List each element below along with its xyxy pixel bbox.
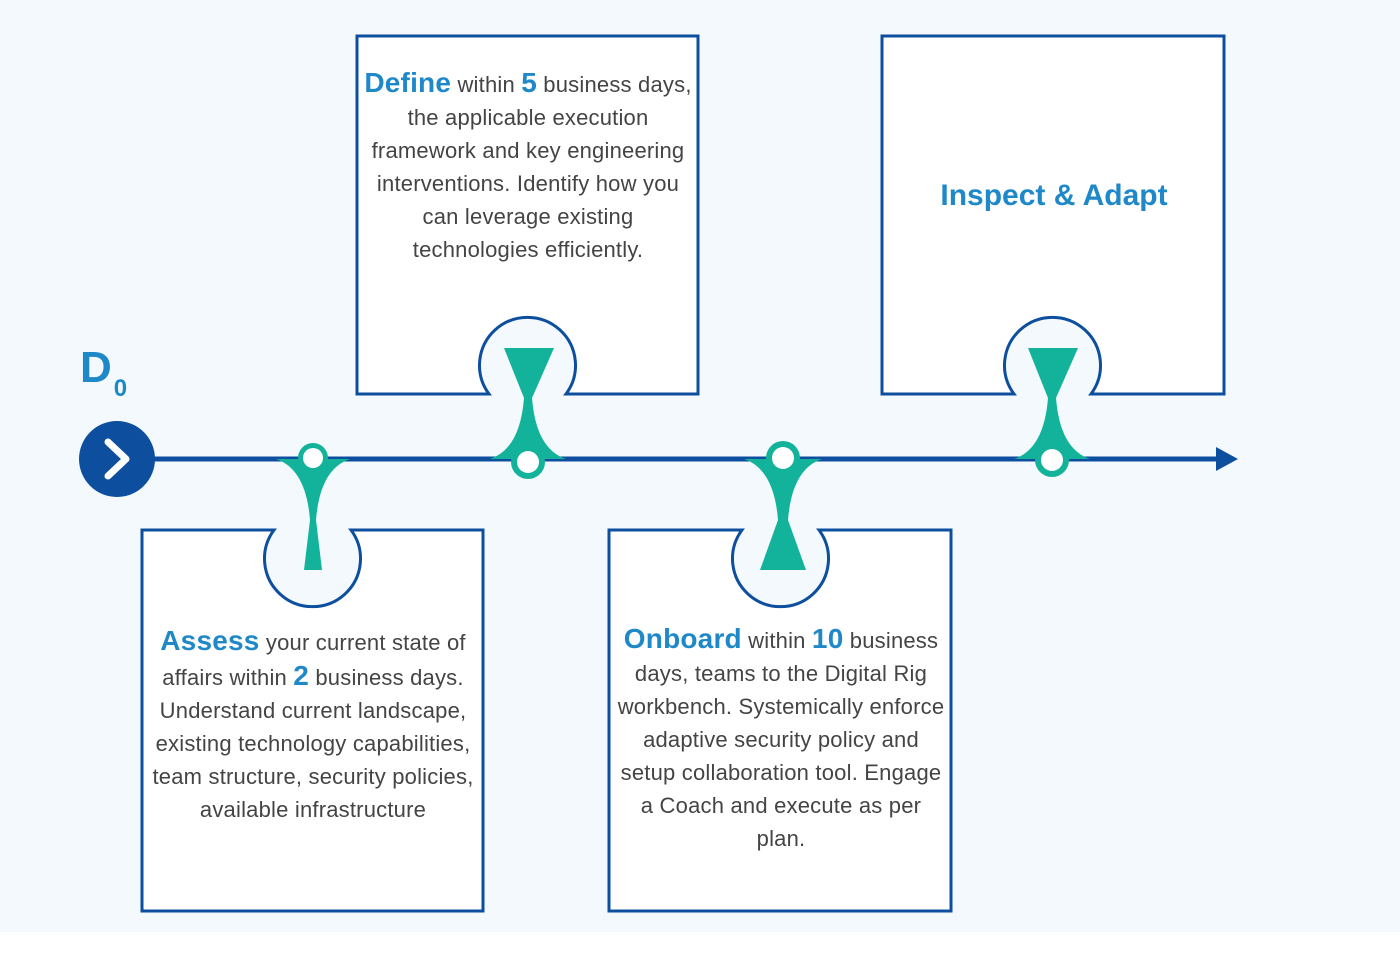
define-text-1: within [451, 72, 522, 97]
inspect-title: Inspect & Adapt [940, 179, 1168, 212]
onboard-title: Onboard [623, 623, 742, 654]
start-label: D0 [80, 343, 127, 414]
assess-card-text: Assess your current state of affairs wit… [146, 624, 480, 826]
define-node-center [517, 451, 539, 473]
onboard-days: 10 [811, 623, 844, 654]
define-card-text: Define within 5 business days, the appli… [360, 66, 696, 266]
define-text-2: business days, the applicable execution … [371, 72, 692, 262]
onboard-card-text: Onboard within 10 business days, teams t… [614, 622, 948, 855]
inspect-card-frame [880, 34, 1226, 396]
start-label-subscript: 0 [113, 375, 128, 402]
define-card-frame [355, 34, 700, 396]
assess-title: Assess [160, 625, 260, 656]
assess-card-frame [140, 528, 485, 913]
assess-text-2: business days. Understand current landsc… [152, 665, 474, 822]
define-title: Define [364, 67, 452, 98]
assess-connector [276, 459, 350, 570]
onboard-card-frame [607, 528, 953, 913]
inspect-node-center [1041, 449, 1063, 471]
define-connector [490, 348, 566, 459]
chevron-right-icon [104, 438, 130, 480]
start-button [79, 421, 155, 497]
assess-days: 2 [293, 660, 310, 691]
onboard-node-center [772, 447, 794, 469]
onboard-text-2: business days, teams to the Digital Rig … [617, 628, 945, 851]
define-days: 5 [521, 67, 537, 98]
inspect-connector [1014, 348, 1090, 459]
assess-text-1: your current state of affairs within [162, 630, 466, 690]
assess-node-center [303, 448, 323, 468]
timeline-arrowhead [1216, 447, 1238, 471]
onboard-connector [744, 459, 822, 570]
start-label-letter: D [80, 343, 112, 392]
onboard-text-1: within [741, 628, 812, 653]
